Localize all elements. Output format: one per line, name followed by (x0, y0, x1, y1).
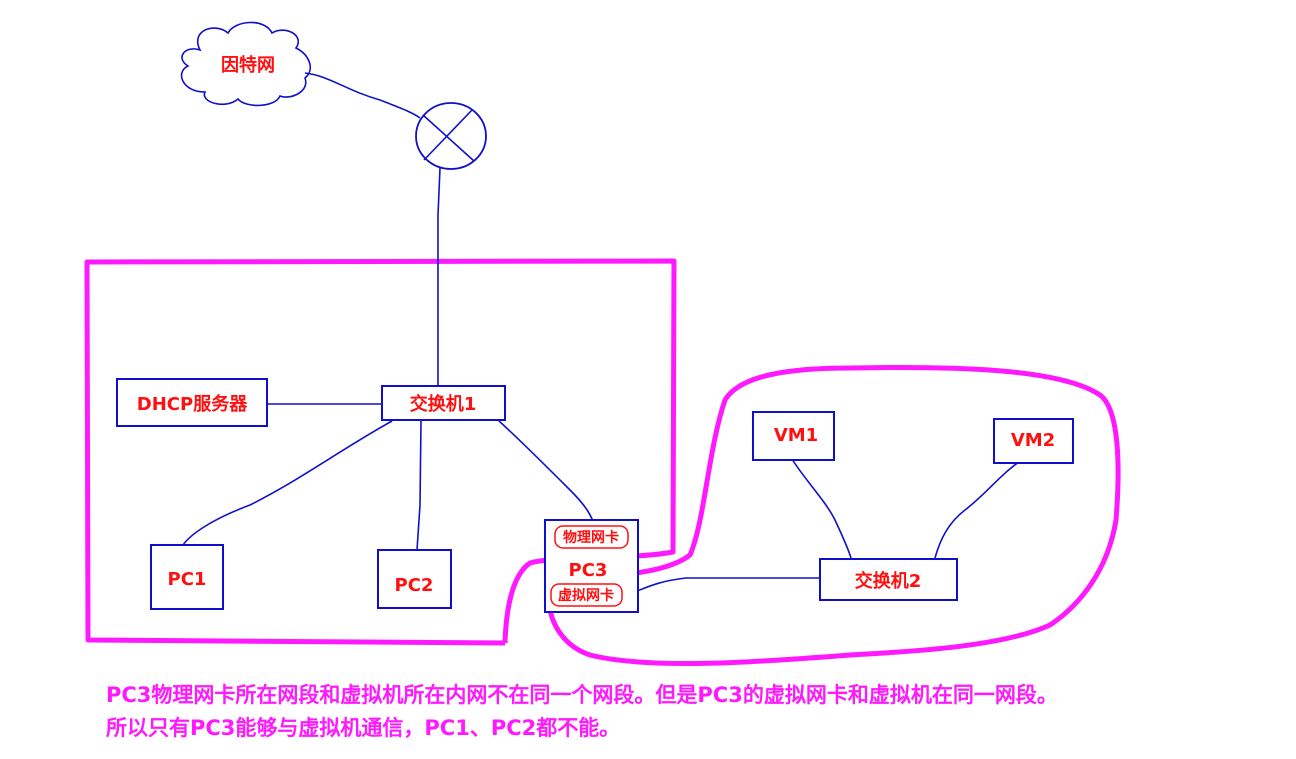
switch2-label: 交换机2 (855, 570, 922, 592)
vm1-box (752, 411, 835, 461)
pc3-label: PC3 (569, 560, 608, 581)
switch1-label: 交换机1 (410, 393, 477, 415)
internet-label: 因特网 (221, 54, 275, 76)
router-cross-a (422, 114, 475, 162)
vm1-label: VM1 (774, 425, 818, 446)
virtual-nic-label: 虚拟网卡 (558, 587, 614, 604)
explanation-note-line1: PC3物理网卡所在网段和虚拟机所在内网不在同一个网段。但是PC3的虚拟网卡和虚拟… (106, 683, 1058, 707)
link-vm1-switch2 (791, 458, 852, 559)
virtual-network-outline (546, 364, 1121, 667)
physical-nic-label: 物理网卡 (563, 529, 619, 546)
link-switch1-pc3 (498, 420, 597, 531)
dhcp-server-label: DHCP服务器 (137, 393, 248, 415)
internet-cloud-icon (180, 21, 312, 107)
physical-nic-badge (554, 525, 629, 549)
switch2-box (819, 558, 958, 601)
router-cross-b (423, 109, 473, 161)
pc1-box (150, 544, 224, 610)
vm2-label: VM2 (1011, 430, 1055, 451)
pc2-box (377, 549, 452, 609)
link-vnic-switch2 (621, 577, 820, 597)
link-switch1-pc2 (416, 420, 422, 551)
vm2-box (993, 418, 1074, 464)
link-router-switch1 (437, 167, 441, 386)
virtual-nic-badge (550, 583, 623, 607)
pc1-label: PC1 (168, 569, 207, 590)
link-switch1-pc1 (182, 420, 393, 546)
pc2-label: PC2 (395, 575, 434, 596)
dhcp-server-box (116, 378, 268, 427)
router-icon (415, 102, 487, 170)
link-cloud-router (304, 72, 421, 119)
link-vm2-switch2 (934, 461, 1020, 559)
explanation-note-line2: 所以只有PC3能够与虚拟机通信，PC1、PC2都不能。 (106, 716, 621, 740)
switch1-box (381, 385, 506, 421)
